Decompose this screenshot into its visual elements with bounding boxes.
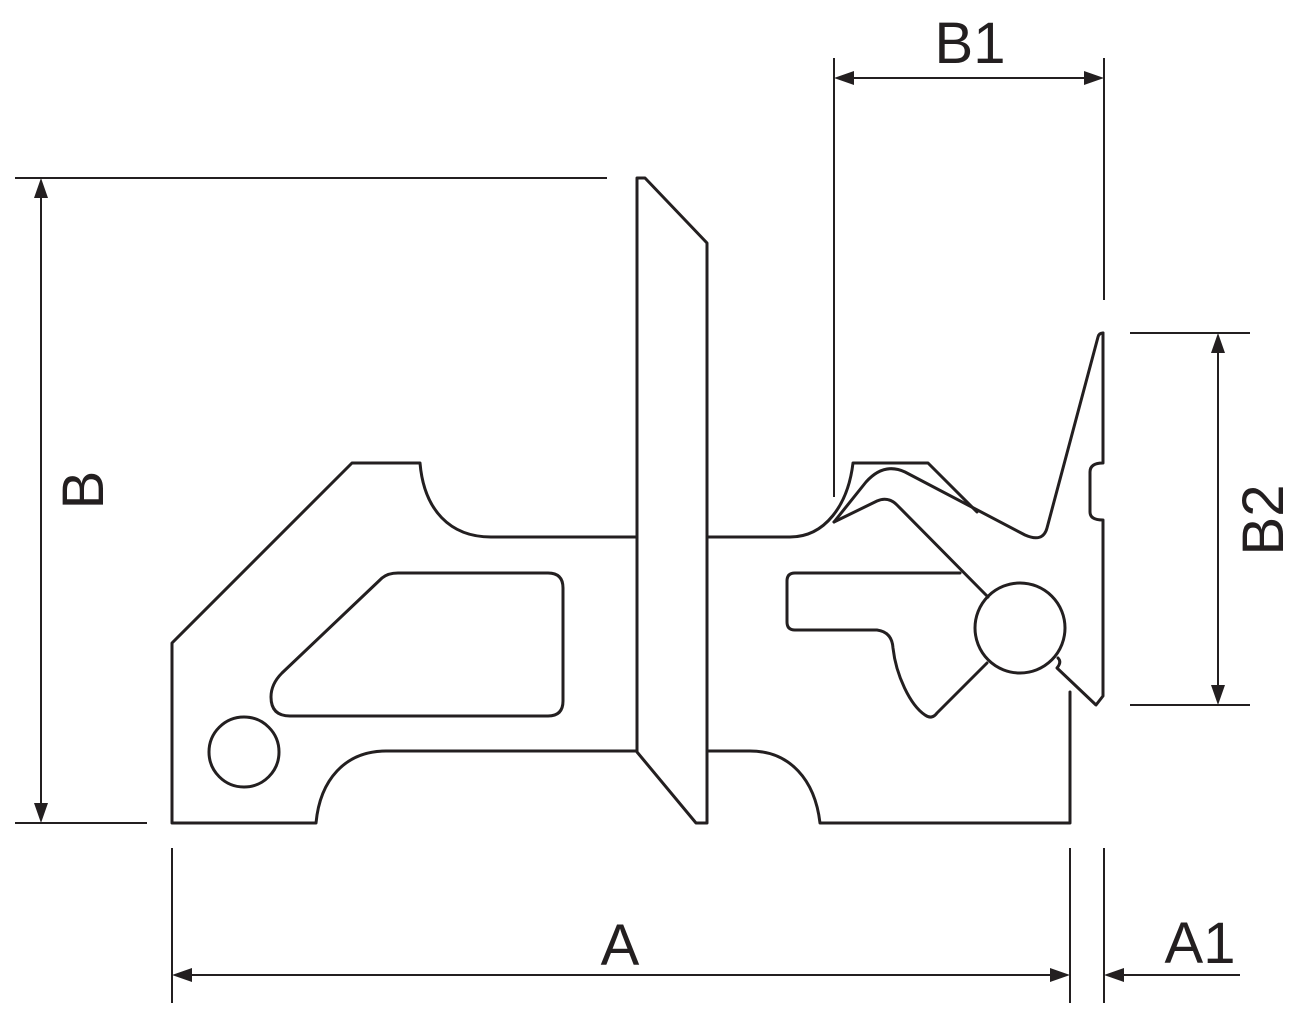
arrow-down-icon bbox=[34, 803, 48, 823]
arrow-right-icon bbox=[1084, 71, 1104, 85]
left-body-outline bbox=[170, 461, 639, 825]
label-b2: B2 bbox=[1231, 485, 1296, 556]
label-b: B bbox=[51, 471, 116, 510]
arrow-down-icon bbox=[1211, 685, 1225, 705]
left-pin-hole bbox=[207, 715, 281, 789]
right-edge-profile bbox=[1055, 331, 1105, 707]
arrow-left-icon bbox=[172, 968, 192, 982]
spring-lower-leg bbox=[832, 497, 990, 599]
left-window-cutout bbox=[269, 571, 565, 718]
arrow-left-icon bbox=[1104, 968, 1124, 982]
label-a1: A1 bbox=[1165, 911, 1236, 976]
arrow-right-icon bbox=[1050, 968, 1070, 982]
arrow-up-icon bbox=[1211, 333, 1225, 353]
right-pin-roller bbox=[973, 581, 1067, 675]
right-body-outline bbox=[705, 461, 1072, 825]
label-a: A bbox=[601, 913, 640, 978]
label-b1: B1 bbox=[935, 11, 1006, 76]
right-slot-arm bbox=[785, 571, 989, 719]
arrow-up-icon bbox=[34, 178, 48, 198]
arrow-left-icon bbox=[834, 71, 854, 85]
spring-upper-leg bbox=[832, 331, 1105, 540]
center-plate bbox=[635, 176, 709, 825]
